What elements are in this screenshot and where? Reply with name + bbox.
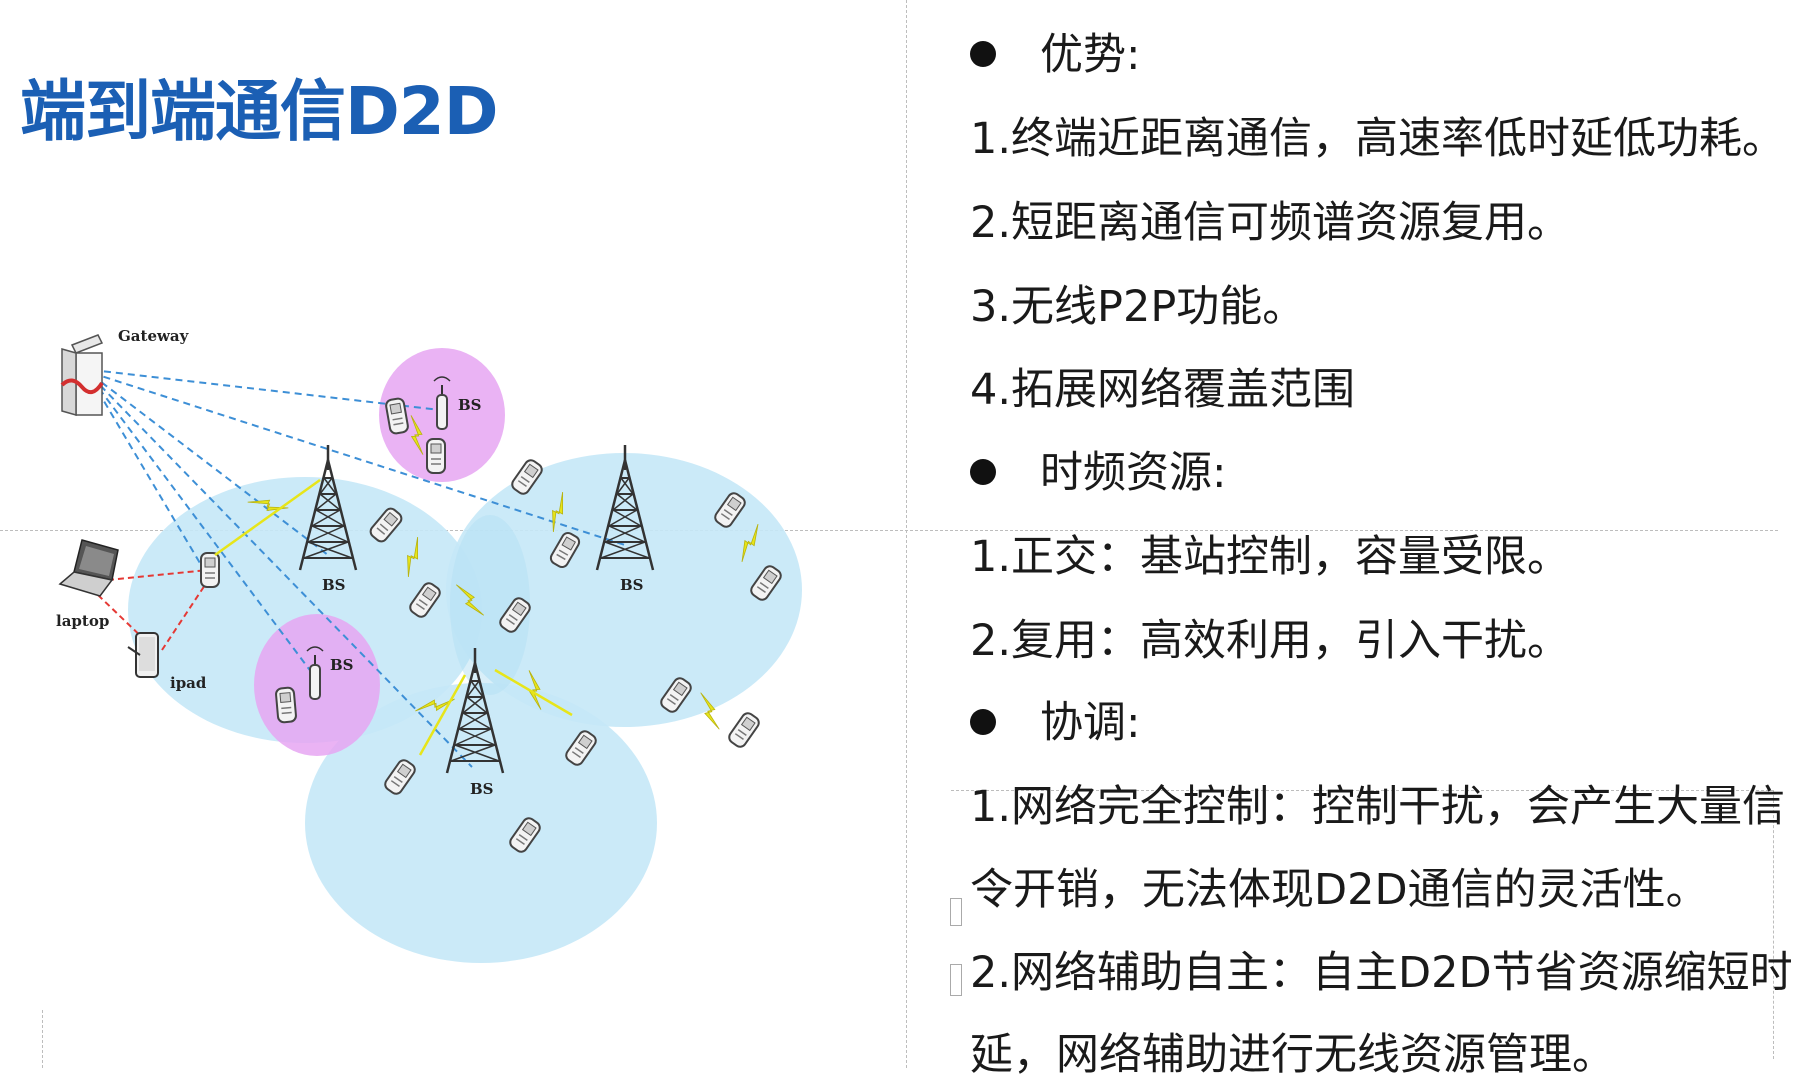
slide-title[interactable]: 端到端通信D2D	[20, 73, 498, 150]
text-line[interactable]: 2.复用：高效利用，引入干扰。	[970, 616, 1571, 666]
text-line[interactable]: 延，网络辅助进行无线资源管理。	[970, 1030, 1615, 1080]
bs-label-small-top: BS	[458, 396, 482, 414]
gateway-label: Gateway	[118, 327, 190, 345]
bullet-time-frequency[interactable]: 时频资源:	[970, 438, 1227, 500]
laptop-icon	[58, 539, 119, 597]
phone-icon	[274, 686, 298, 724]
bullet-icon	[970, 458, 996, 485]
gateway-links	[91, 369, 626, 768]
text-line[interactable]: 2.网络辅助自主：自主D2D节省资源缩短时	[970, 948, 1793, 998]
text-line[interactable]: 1.终端近距离通信，高速率低时延低功耗。	[970, 114, 1786, 164]
bs-to-phone-links	[214, 478, 573, 756]
bs-label-left: BS	[322, 576, 346, 594]
bs-label-bottom: BS	[470, 780, 494, 798]
gateway-server-icon	[60, 334, 104, 416]
phone-icon	[200, 552, 220, 588]
text-line[interactable]: 2.短距离通信可频谱资源复用。	[970, 198, 1571, 248]
text-line[interactable]: 1.网络完全控制：控制干扰，会产生大量信	[970, 782, 1786, 832]
phone-icon	[426, 438, 446, 474]
macro-cell-right	[446, 453, 802, 727]
selection-box	[951, 790, 1774, 1059]
text-line[interactable]: 令开销，无法体现D2D通信的灵活性。	[970, 865, 1709, 915]
text-line[interactable]: 1.正交：基站控制，容量受限。	[970, 532, 1571, 582]
doc-icon	[950, 964, 962, 996]
guide-line-vertical-left	[42, 1010, 43, 1068]
macro-cell-left	[128, 477, 482, 743]
guide-line-horizontal	[0, 530, 1778, 531]
text-line[interactable]: 4.拓展网络覆盖范围	[970, 365, 1356, 415]
phone-icon	[725, 709, 763, 751]
laptop-label: laptop	[56, 612, 109, 630]
bullet-icon	[970, 40, 996, 67]
bullet-icon	[970, 708, 996, 735]
text-line[interactable]: 3.无线P2P功能。	[970, 282, 1306, 332]
bullet-advantages[interactable]: 优势:	[970, 20, 1141, 82]
guide-line-vertical	[906, 0, 907, 1068]
ipad-label: ipad	[170, 674, 207, 692]
bs-label-right: BS	[620, 576, 644, 594]
ipad-icon	[127, 632, 159, 678]
macro-cell-overlap-left-right	[450, 515, 530, 695]
bullet-coordination[interactable]: 协调:	[970, 688, 1141, 750]
d2d-network-diagram[interactable]: Gateway laptop ipad BS BS BS BS BS	[40, 315, 920, 995]
bs-label-small-bottom: BS	[330, 656, 354, 674]
doc-icon	[950, 898, 962, 926]
